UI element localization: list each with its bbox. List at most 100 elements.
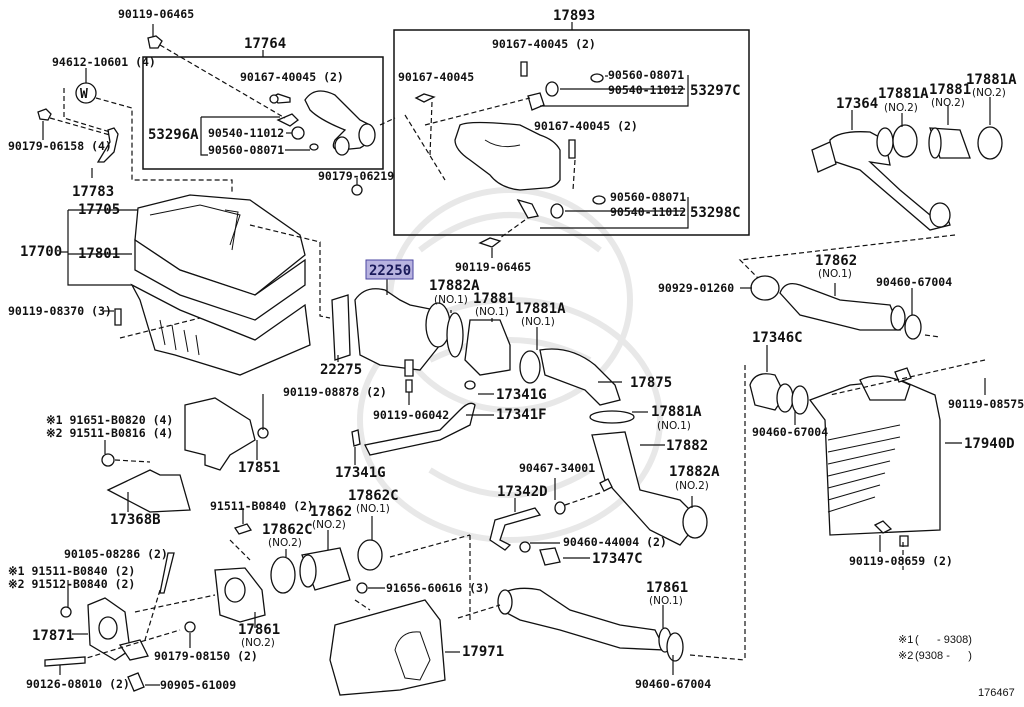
part-label[interactable]: ※1 91511-B0840 (2) — [8, 564, 135, 578]
part-label[interactable]: 17862C — [262, 522, 313, 538]
part-label[interactable]: 17700 — [20, 244, 62, 260]
part-label[interactable]: 17881A — [966, 72, 1017, 88]
part-label[interactable]: 90119-08575 — [948, 397, 1024, 411]
part-label[interactable]: 90126-08010 (2) — [26, 677, 130, 691]
part-label[interactable]: 90540-11012 — [208, 126, 284, 140]
part-label[interactable]: 53296A — [148, 127, 199, 143]
part-label[interactable]: 53297C — [690, 83, 741, 99]
part-label[interactable]: 90119-06465 — [455, 260, 531, 274]
part-label[interactable]: 17875 — [630, 375, 672, 391]
part-label[interactable]: 90119-08659 (2) — [849, 554, 953, 568]
part-label[interactable]: 17882A — [429, 278, 480, 294]
part-label[interactable]: 90119-08878 (2) — [283, 385, 387, 399]
part-label[interactable]: 91511-B0840 (2) — [210, 499, 314, 513]
part-label[interactable]: 90560-08071 — [608, 68, 684, 82]
part-label[interactable]: 17881 — [929, 82, 971, 98]
right-top-pipe — [738, 97, 1003, 281]
part-label[interactable]: 17893 — [553, 8, 595, 24]
intercooler — [744, 345, 986, 660]
part-label[interactable]: 17862C — [348, 488, 399, 504]
part-label[interactable]: 17342D — [497, 484, 548, 500]
part-sublabel: (NO.1) — [475, 306, 509, 318]
part-label[interactable]: 90460-67004 — [752, 425, 828, 439]
part-label[interactable]: 17851 — [238, 460, 280, 476]
part-label[interactable]: 17705 — [78, 202, 120, 218]
part-label[interactable]: 90119-06042 — [373, 408, 449, 422]
part-label[interactable]: 90905-61009 — [160, 678, 236, 692]
part-label[interactable]: 17341G — [335, 465, 386, 481]
lower-left-cluster — [44, 508, 471, 692]
part-label[interactable]: 17881A — [651, 404, 702, 420]
part-label[interactable]: 17881 — [473, 291, 515, 307]
center-hoses — [351, 310, 708, 566]
fasteners-top-left — [37, 24, 502, 258]
group-17893 — [393, 22, 750, 239]
part-label[interactable]: 17861 — [646, 580, 688, 596]
part-label[interactable]: 17801 — [78, 246, 120, 262]
part-label[interactable]: 17368B — [110, 512, 161, 528]
part-sublabel: (NO.2) — [972, 87, 1006, 99]
part-label[interactable]: 17940D — [964, 436, 1015, 452]
w-marker: W — [80, 87, 88, 102]
figure-number: 176467 — [978, 687, 1015, 699]
part-label[interactable]: 90167-40045 (2) — [240, 70, 344, 84]
part-label[interactable]: 17346C — [752, 330, 803, 346]
part-label[interactable]: 90167-40045 — [398, 70, 474, 84]
part-label[interactable]: 90105-08286 (2) — [64, 547, 168, 561]
part-label[interactable]: 17764 — [244, 36, 286, 52]
note-1-mark: ※1 — [898, 634, 913, 646]
part-label[interactable]: 90179-06158 (4) — [8, 139, 112, 153]
part-label[interactable]: 90460-44004 (2) — [563, 535, 667, 549]
part-label[interactable]: 90540-11012 — [610, 205, 686, 219]
note-2-mark: ※2 — [898, 650, 913, 662]
part-label[interactable]: 90929-01260 — [658, 281, 734, 295]
part-label[interactable]: 90167-40045 (2) — [534, 119, 638, 133]
part-label[interactable]: 22275 — [320, 362, 362, 378]
part-label[interactable]: 17882A — [669, 464, 720, 480]
part-label[interactable]: 94612-10601 (4) — [52, 55, 156, 69]
part-label[interactable]: 17341F — [496, 407, 547, 423]
part-label[interactable]: 90460-67004 — [876, 275, 952, 289]
part-label[interactable]: 17871 — [32, 628, 74, 644]
bottom-center-ducts — [329, 582, 746, 696]
part-label[interactable]: ※1 91651-B0820 (4) — [46, 413, 173, 427]
part-label[interactable]: 17971 — [462, 644, 504, 660]
part-sublabel: (NO.1) — [521, 316, 555, 328]
part-label[interactable]: 90179-08150 (2) — [154, 649, 258, 663]
part-label[interactable]: 17783 — [72, 184, 114, 200]
part-label[interactable]: 17862 — [815, 253, 857, 269]
highlighted-part-22250[interactable]: 22250 — [365, 259, 414, 280]
part-label-22250[interactable]: 22250 — [369, 263, 411, 279]
part-sublabel: (NO.1) — [649, 595, 683, 607]
highlight-box — [365, 259, 414, 280]
part-label[interactable]: 90560-08071 — [208, 143, 284, 157]
part-label[interactable]: 90167-40045 (2) — [492, 37, 596, 51]
part-label[interactable]: 91656-60616 (3) — [386, 581, 490, 595]
part-label[interactable]: 17347C — [592, 551, 643, 567]
part-label[interactable]: 17881A — [515, 301, 566, 317]
note-1-text: ( - 9308) — [915, 634, 972, 646]
part-label[interactable]: 90460-67004 — [635, 677, 711, 691]
part-label[interactable]: ※2 91512-B0840 (2) — [8, 577, 135, 591]
part-label[interactable]: 90179-06219 — [318, 169, 394, 183]
part-sublabel: (NO.2) — [268, 537, 302, 549]
group-17764 — [142, 44, 396, 170]
part-label[interactable]: 17862 — [310, 504, 352, 520]
footnotes: ※1 ( - 9308) ※2 (9308 - ) 176467 — [898, 634, 1015, 699]
right-mid-hose — [740, 275, 941, 340]
air-flow-meter — [331, 279, 451, 405]
part-label[interactable]: 90560-08071 — [610, 190, 686, 204]
part-label[interactable]: 53298C — [690, 205, 741, 221]
part-label[interactable]: 90540-11012 — [608, 83, 684, 97]
part-label[interactable]: ※2 91511-B0816 (4) — [46, 426, 173, 440]
part-sublabel: (NO.2) — [312, 519, 346, 531]
part-label[interactable]: 17364 — [836, 96, 878, 112]
part-label[interactable]: 90467-34001 — [519, 461, 595, 475]
part-sublabel: (NO.1) — [434, 294, 468, 306]
part-label[interactable]: 17861 — [238, 622, 280, 638]
part-label[interactable]: 90119-06465 — [118, 7, 194, 21]
part-label[interactable]: 17881A — [878, 86, 929, 102]
part-label[interactable]: 17882 — [666, 438, 708, 454]
part-label[interactable]: 17341G — [496, 387, 547, 403]
part-label[interactable]: 90119-08370 (3) — [8, 304, 112, 318]
